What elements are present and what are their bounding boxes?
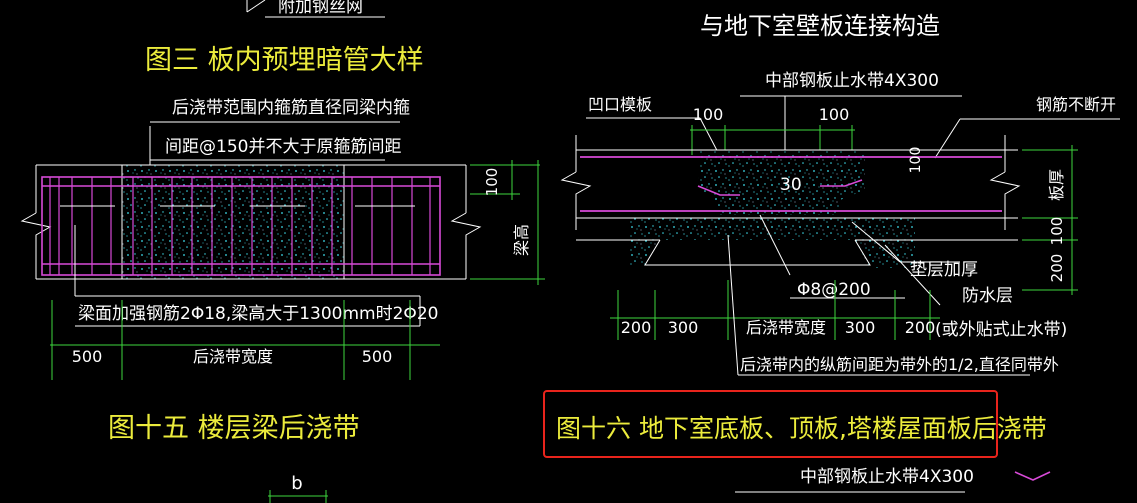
rebar-note: 梁面加强钢筋2Φ18,梁高大于1300mm时2Φ20 <box>78 304 438 324</box>
beam-band-width: 后浇带宽度 <box>193 347 273 366</box>
waterproof-alt: (或外贴式止水带) <box>935 320 1067 340</box>
rebar-continuous: 钢筋不断开 <box>1036 95 1116 114</box>
highlight-box <box>543 390 998 458</box>
slab-thickness: 板厚 <box>1047 169 1066 201</box>
post-pour-concrete <box>122 165 344 279</box>
slab-dim-300-left: 300 <box>668 318 699 337</box>
recess-label: 凹口模板 <box>588 95 652 114</box>
slab-dim-100-left: 100 <box>693 105 724 124</box>
slab-section: 中部钢板止水带4X300 凹口模板 100 100 钢筋不断开 <box>556 71 1120 493</box>
slab-dim-200-right: 200 <box>905 318 936 337</box>
slab-cushion <box>630 218 915 268</box>
slab-dim-100-vertical: 100 <box>908 147 924 174</box>
waterproof: 防水层 <box>962 286 1013 306</box>
slab-dim-100-right: 100 <box>819 105 850 124</box>
beam-dim-500-right: 500 <box>362 347 393 366</box>
slab-dim-30: 30 <box>780 175 802 195</box>
beam-height-label: 梁高 <box>512 224 531 256</box>
fragment-label: 附加钢丝网 <box>278 0 363 17</box>
beam-note-line2: 间距@150并不大于原箍筋间距 <box>165 137 401 157</box>
slab-dim-200-left: 200 <box>621 318 652 337</box>
slab-dim-300-right: 300 <box>845 318 876 337</box>
slab-concrete <box>698 150 865 215</box>
fig15-title: 图十五 楼层梁后浇带 <box>108 413 360 444</box>
slab-dim-200-vertical: 200 <box>1048 254 1066 283</box>
fig16-title: 图十六 地下室底板、顶板,塔楼屋面板后浇带 <box>556 414 1047 443</box>
waterstop-label: 中部钢板止水带4X300 <box>765 71 939 91</box>
bottom-b: b <box>291 473 302 494</box>
fig3-title: 图三 板内预埋暗管大样 <box>145 45 424 76</box>
stirrup: Φ8@200 <box>797 280 871 300</box>
rebar-spacing-note: 后浇带内的纵筋间距为带外的1/2,直径同带外 <box>740 355 1059 374</box>
slab-band-width: 后浇带宽度 <box>746 318 826 337</box>
beam-note-line1: 后浇带范围内箍筋直径同梁内箍 <box>172 98 410 118</box>
bottom-waterstop: 中部钢板止水带4X300 <box>800 467 974 487</box>
beam-dim-100: 100 <box>483 168 501 197</box>
cushion-thicken: 垫层加厚 <box>910 260 978 280</box>
beam-section: 后浇带范围内箍筋直径同梁内箍 间距@150并不大于原箍筋间距 <box>20 98 545 503</box>
beam-dim-500-left: 500 <box>72 347 103 366</box>
right-top-title: 与地下室壁板连接构造 <box>700 12 940 40</box>
top-left-fragment: 附加钢丝网 <box>246 0 385 18</box>
slab-dim-100-lower: 100 <box>1048 217 1066 246</box>
